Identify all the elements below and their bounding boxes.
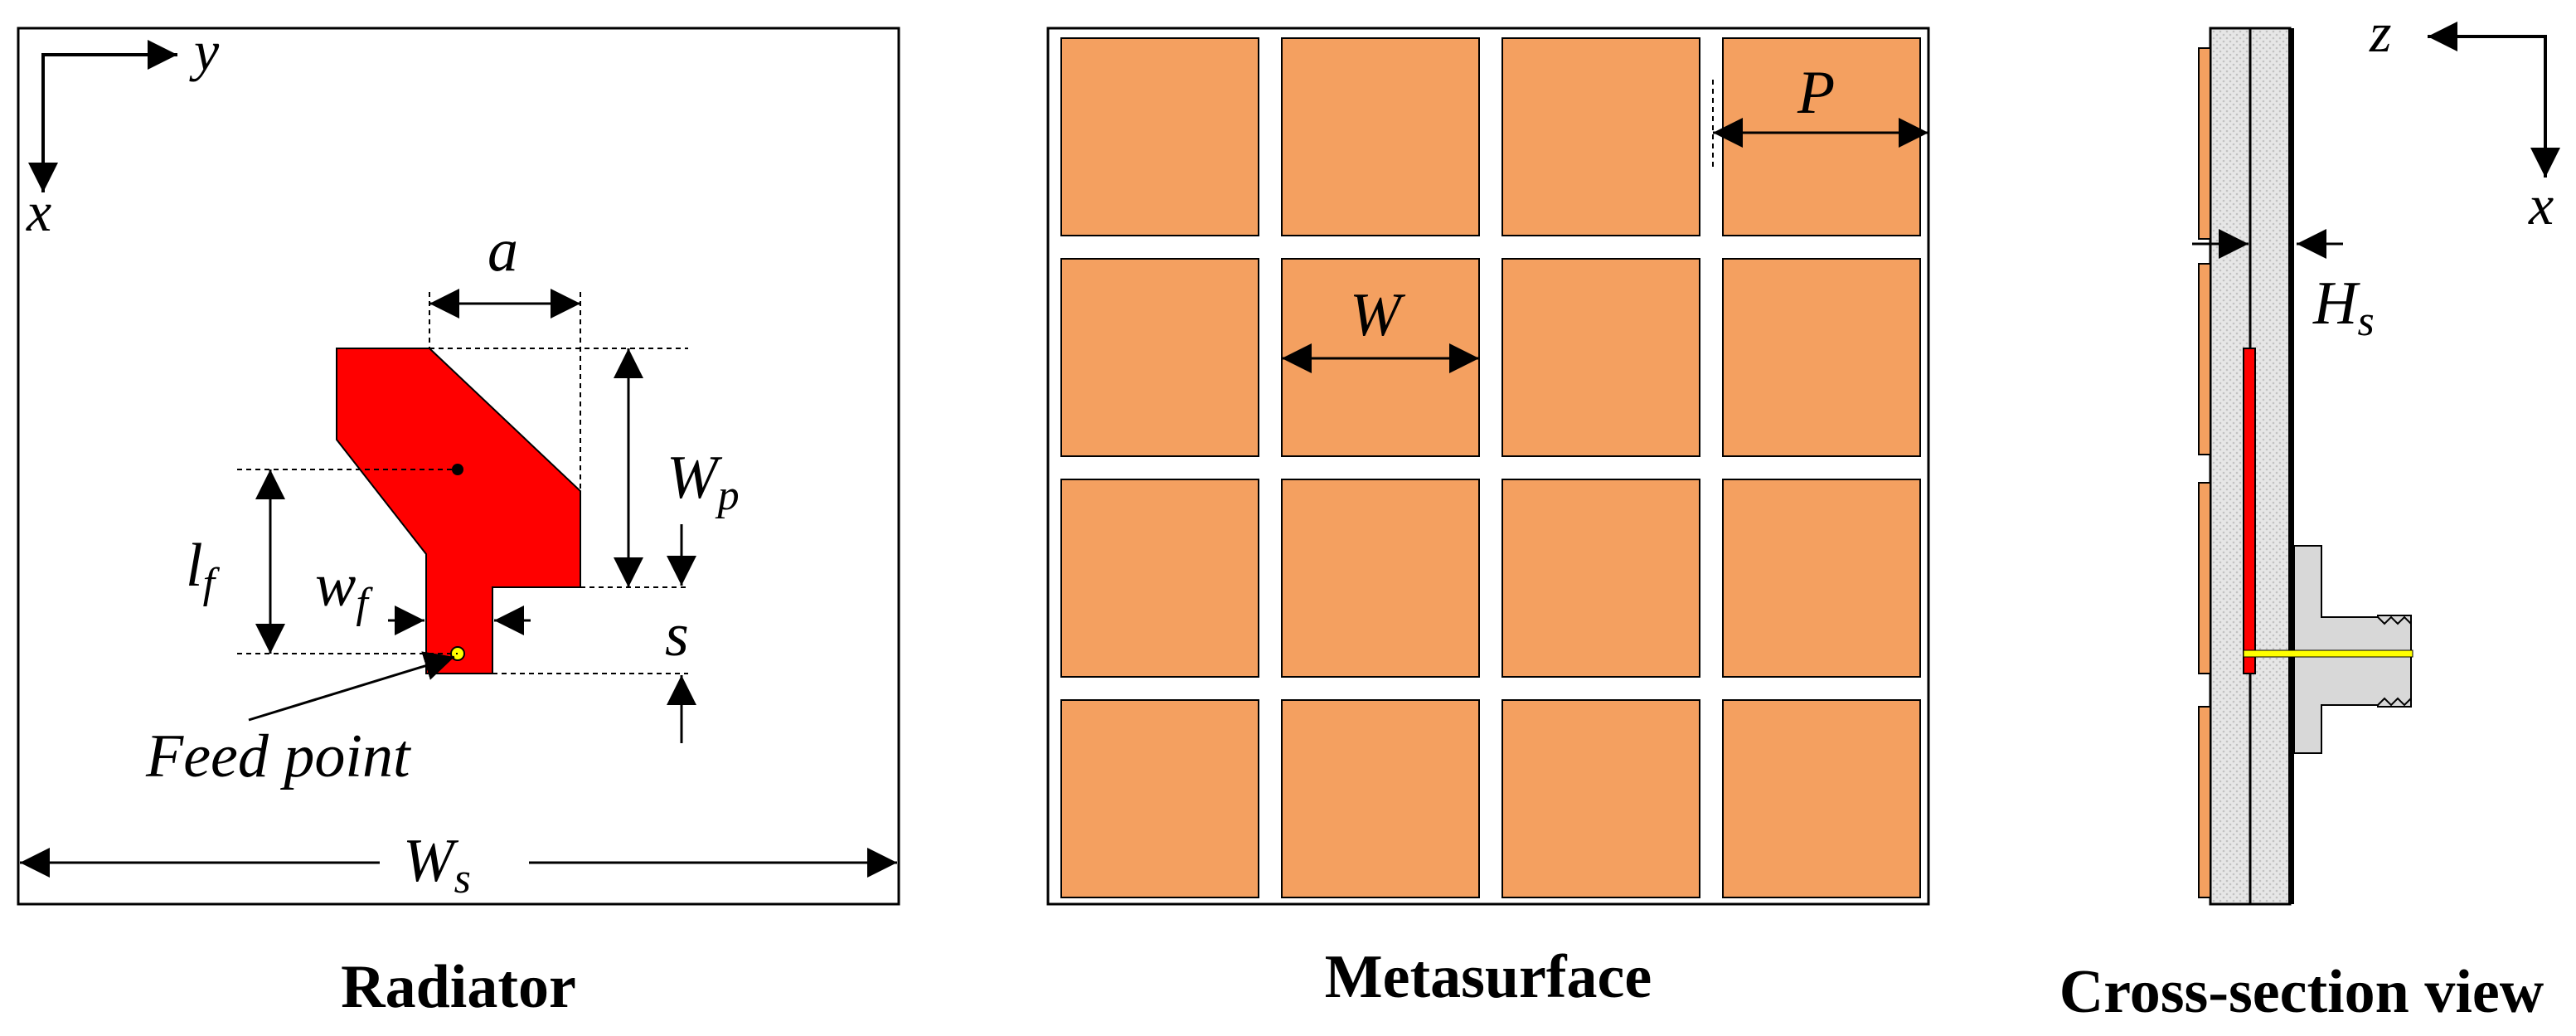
metasurface-caption: Metasurface [1325, 943, 1652, 1011]
dim-ws-label: Ws [403, 827, 471, 902]
dim-w-label: W [1350, 281, 1406, 349]
cross-section-cell-1 [2198, 47, 2211, 240]
dim-wp-label: Wp [667, 444, 740, 519]
cross-section-patch [2243, 348, 2256, 674]
metasurface-cell-r2-c1 [1060, 258, 1259, 457]
dim-a-label: a [488, 216, 518, 285]
cross-section-axis-z-label: z [2369, 1, 2391, 64]
metasurface-cell-r2-c4 [1722, 258, 1921, 457]
metasurface-cell-r3-c4 [1722, 479, 1921, 678]
dim-s-label: s [665, 601, 689, 669]
metasurface-cell-r1-c3 [1501, 37, 1700, 236]
radiator-caption: Radiator [341, 953, 576, 1021]
ground-plane [2288, 28, 2294, 904]
cross-section-cell-4 [2198, 706, 2211, 898]
radiator-panel: y x a Wp lf wf s Feed point [17, 19, 900, 1021]
metasurface-cell-r4-c4 [1722, 699, 1921, 898]
metasurface-panel: P W Metasurface [1046, 27, 1930, 1011]
sma-connector [2293, 545, 2412, 754]
metasurface-cell-r4-c3 [1501, 699, 1700, 898]
cross-section-cell-3 [2198, 482, 2211, 674]
feed-pointer-arrow [248, 651, 455, 722]
cross-section-axis-x-label: x [2528, 173, 2554, 236]
feed-probe [2243, 649, 2413, 658]
metasurface-cell-r3-c1 [1060, 479, 1259, 678]
metasurface-cell-r4-c2 [1281, 699, 1480, 898]
metasurface-cell-grid [1060, 37, 1921, 898]
dim-hs-label: Hs [2312, 270, 2375, 345]
radiator-patch [336, 348, 581, 674]
feed-point-label: Feed point [145, 722, 412, 790]
radiator-axis-x-label: x [26, 180, 51, 243]
lower-substrate-layer [2249, 27, 2292, 906]
cross-section-panel: z x Hs Cross-section view [2059, 1, 2560, 1026]
metasurface-cell-r4-c1 [1060, 699, 1259, 898]
metasurface-cell-r3-c3 [1501, 479, 1700, 678]
metasurface-cell-r1-c1 [1060, 37, 1259, 236]
sma-connector-thread [2377, 615, 2412, 707]
cross-section-cell-2 [2198, 263, 2211, 455]
metasurface-cell-r2-c3 [1501, 258, 1700, 457]
metasurface-cell-r3-c2 [1281, 479, 1480, 678]
dim-p-label: P [1797, 59, 1835, 127]
metasurface-cell-r1-c2 [1281, 37, 1480, 236]
radiator-axis-y-label: y [189, 19, 220, 82]
cross-section-caption: Cross-section view [2059, 958, 2544, 1026]
